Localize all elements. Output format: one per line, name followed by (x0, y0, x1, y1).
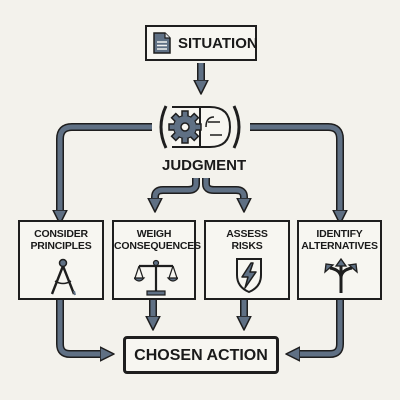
situation-box: SITUATION (145, 25, 258, 61)
judgment-label: JUDGMENT (162, 157, 247, 174)
arrow-judgment-to-consider-principles (60, 123, 152, 212)
identify-alternatives-label-line1: IDENTIFY (316, 228, 363, 240)
chosen-action-label: CHOSEN ACTION (134, 347, 268, 364)
consider-principles-label-line1: CONSIDER (34, 228, 88, 240)
chosen-action-box: CHOSEN ACTION (123, 336, 279, 374)
assess-risks-label-line2: RISKS (231, 240, 263, 252)
lightning-shield-icon (236, 258, 262, 294)
document-icon (153, 32, 171, 54)
compass-icon (50, 258, 76, 296)
balance-scale-icon (134, 259, 178, 296)
arrow-alternatives-to-chosen-action (298, 300, 344, 354)
weigh-consequences-label-line1: WEIGH (136, 228, 172, 240)
branching-arrows-icon (324, 258, 358, 293)
arrow-principles-to-chosen-action (56, 300, 102, 354)
situation-label: SITUATION (178, 35, 258, 52)
weigh-consequences-label-line2: CONSEQUENCES (114, 240, 201, 252)
assess-risks-label-line1: ASSESS (226, 228, 268, 240)
arrow-judgment-to-assess-risks (202, 178, 244, 200)
identify-alternatives-label-line2: ALTERNATIVES (301, 240, 378, 252)
consider-principles-label-line2: PRINCIPLES (30, 240, 92, 252)
weigh-consequences-card: WEIGH CONSEQUENCES (112, 220, 201, 300)
identify-alternatives-card: IDENTIFY ALTERNATIVES (297, 220, 382, 300)
consider-principles-card: CONSIDER PRINCIPLES (18, 220, 104, 300)
assess-risks-card: ASSESS RISKS (204, 220, 290, 300)
brain-gear-icon (159, 105, 241, 149)
arrow-judgment-to-identify-alternatives (250, 123, 340, 212)
arrow-judgment-to-weigh-consequences (155, 178, 200, 200)
